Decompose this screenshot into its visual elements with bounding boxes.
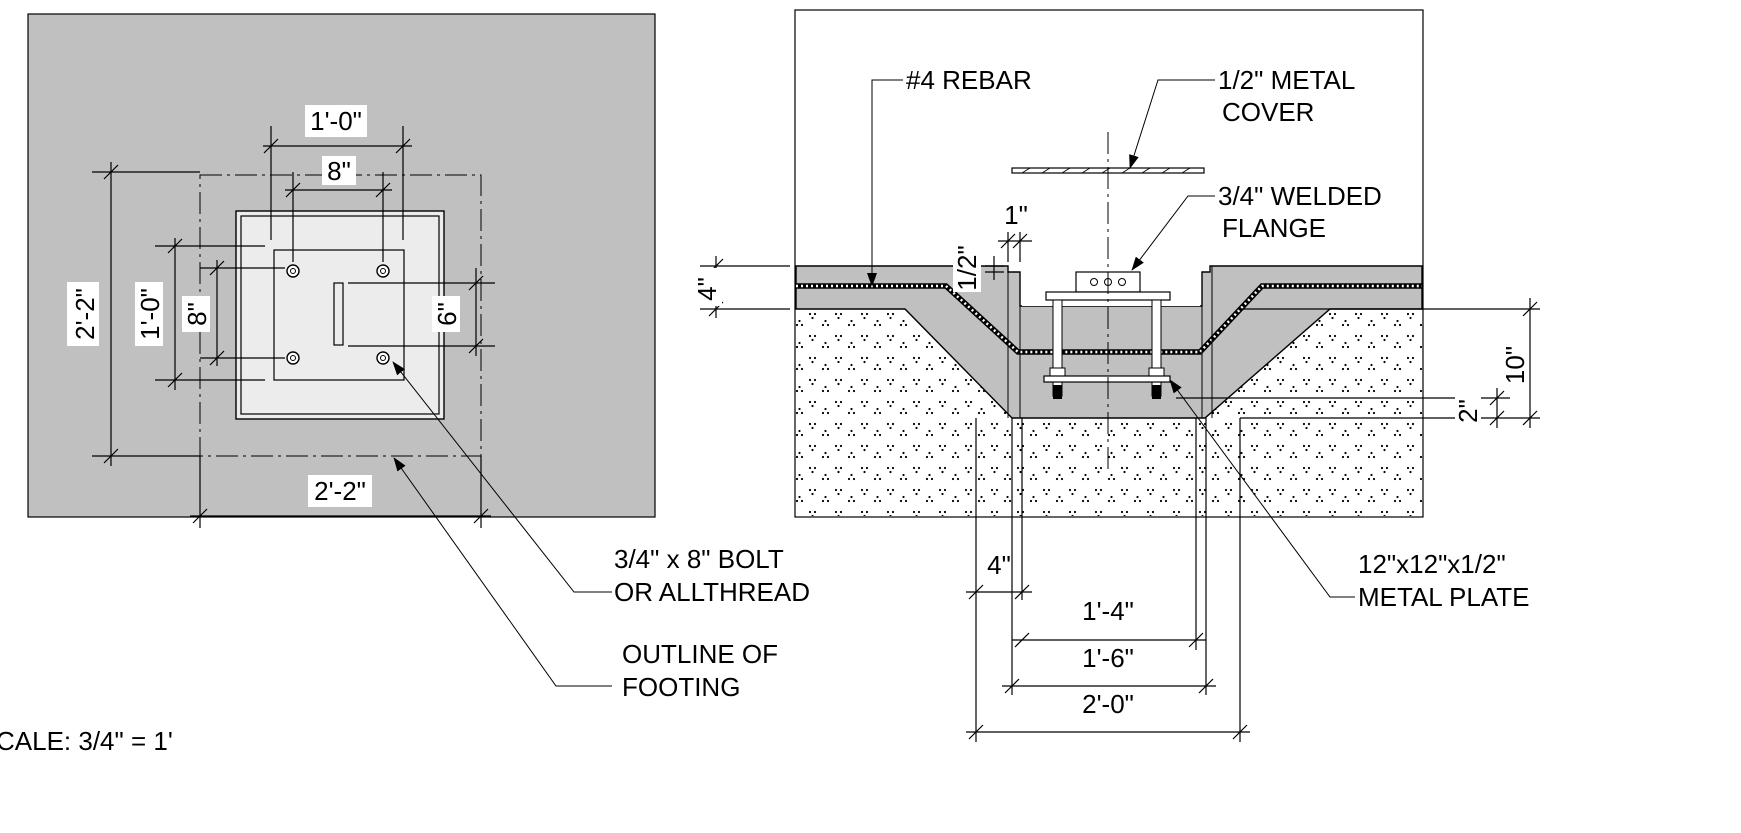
plan-dim-right-inner: 6"	[432, 302, 462, 326]
callout-plate-line2: METAL PLATE	[1358, 582, 1529, 612]
callout-bolt-line1: 3/4" x 8" BOLT	[614, 544, 784, 574]
section-dim-flange-offset: 1/2"	[952, 245, 982, 290]
callout-flange-line1: 3/4" WELDED	[1218, 181, 1382, 211]
plan-dim-left-mid: 1'-0"	[135, 288, 165, 340]
section-bolts	[1049, 299, 1165, 399]
section-metal-plate	[1043, 375, 1171, 383]
callout-cover-line1: 1/2" METAL	[1218, 65, 1355, 95]
section-concrete	[795, 265, 1423, 419]
plan-plate-slot	[333, 282, 344, 346]
scale-note: CALE: 3/4" = 1'	[0, 726, 173, 756]
section-dim-bottom-4: 4"	[987, 550, 1011, 580]
section-dim-bottom-2-0: 2'-0"	[1082, 689, 1134, 719]
plan-view: 1'-0" 8" 2'-2" 1'-0" 8" 6" 2'-2"	[27, 13, 656, 528]
plan-dim-top-inner: 8"	[327, 156, 351, 186]
callout-plate-line1: 12"x12"x1/2"	[1358, 549, 1506, 579]
callout-flange-line2: FLANGE	[1222, 213, 1326, 243]
plan-metal-plate	[273, 249, 405, 381]
section-dim-depth: 10"	[1500, 346, 1530, 384]
plan-dim-lines	[92, 126, 495, 528]
callout-footing-line1: OUTLINE OF	[622, 639, 778, 669]
section-dim-bottom-1-4: 1'-4"	[1082, 596, 1134, 626]
section-dim-slab: 4"	[692, 277, 722, 301]
callout-rebar: #4 REBAR	[906, 65, 1032, 95]
plan-dim-bottom: 2'-2"	[314, 476, 366, 506]
section-view: 4" 1" 1/2" 10" 2" 4" 1'-4" 1'-6" 2'-0"	[692, 9, 1540, 742]
callout-bolt-line2: OR ALLTHREAD	[614, 577, 810, 607]
section-dim-flange-step: 1"	[1004, 200, 1028, 230]
section-dim-bottom-1-6: 1'-6"	[1082, 643, 1134, 673]
callout-texts: #4 REBAR 1/2" METAL COVER 3/4" WELDED FL…	[0, 65, 1529, 756]
bolt-icon	[286, 264, 300, 278]
callout-cover-line2: COVER	[1222, 97, 1314, 127]
bolt-icon	[376, 264, 390, 278]
plan-dim-left-outer: 2'-2"	[70, 288, 100, 340]
section-dim-plate-gap: 2"	[1453, 399, 1483, 423]
leader-lines	[392, 79, 1355, 687]
callout-footing-line2: FOOTING	[622, 672, 740, 702]
section-dim-lines	[700, 232, 1540, 742]
plan-dim-top-outer: 1'-0"	[310, 106, 362, 136]
plan-dim-left-inner: 8"	[182, 302, 212, 326]
bolt-icon	[376, 351, 390, 365]
bolt-icon	[286, 351, 300, 365]
